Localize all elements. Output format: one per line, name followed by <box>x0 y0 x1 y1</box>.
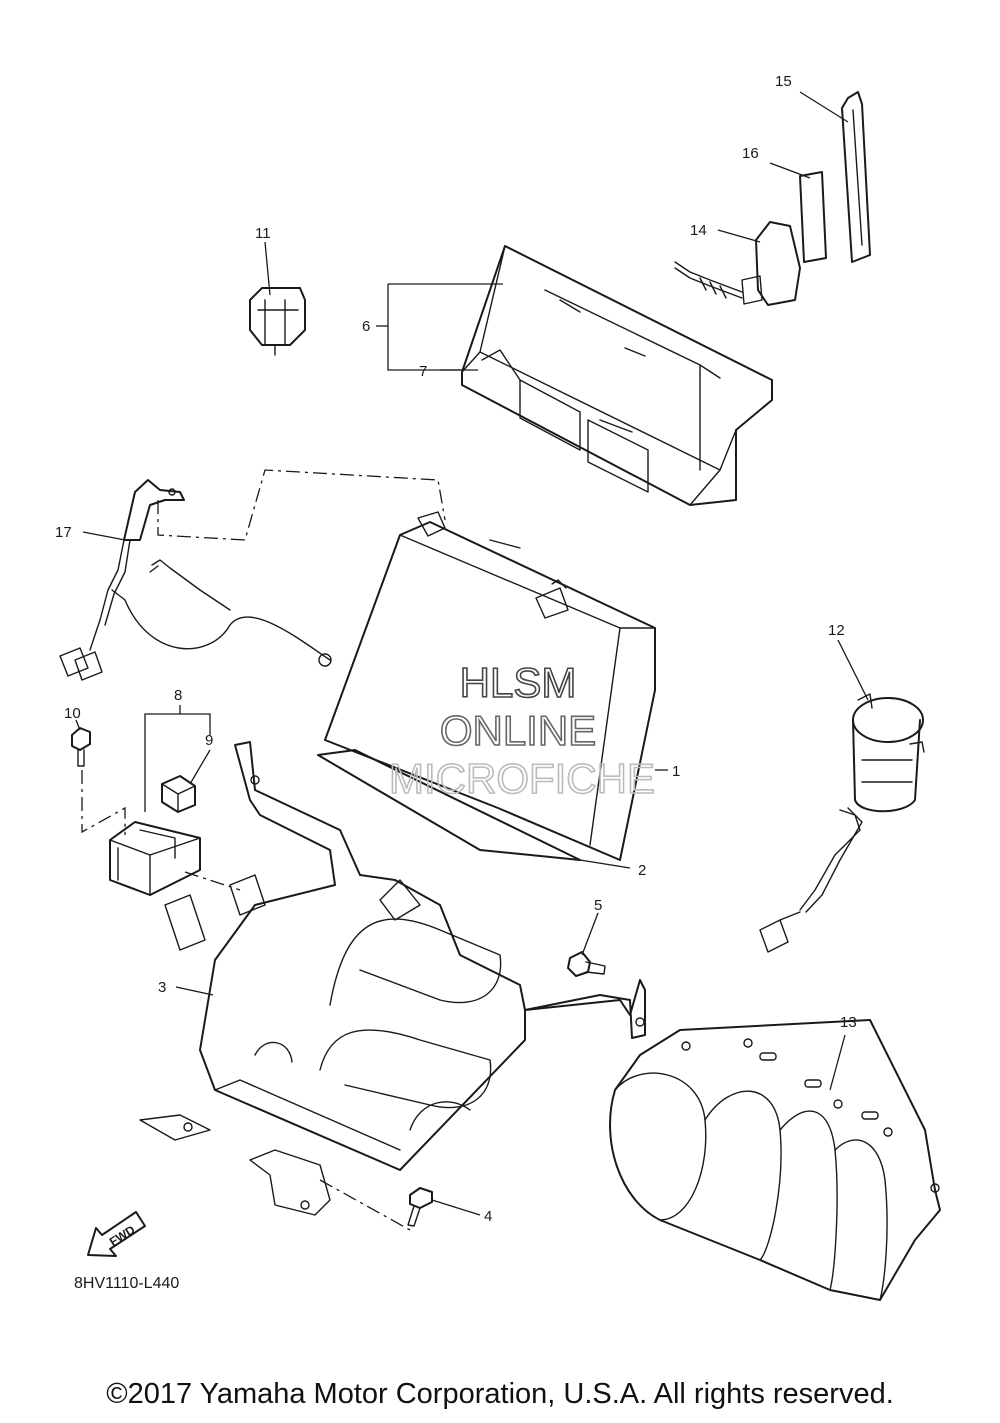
battery-case <box>139 741 646 1216</box>
callout-6: 6 <box>362 318 370 335</box>
callout-17: 17 <box>55 524 72 541</box>
cable-tie <box>841 91 871 263</box>
callout-numbers: 1 2 3 4 5 6 7 8 9 10 11 12 13 14 15 16 1… <box>55 73 857 1225</box>
bolt-5 <box>567 951 606 977</box>
clip <box>249 287 306 356</box>
callout-3: 3 <box>158 979 166 996</box>
callout-11: 11 <box>255 225 271 242</box>
callout-10: 10 <box>64 705 81 722</box>
watermark-line-3: MICROFICHE <box>389 755 655 802</box>
callout-2: 2 <box>638 862 646 879</box>
callout-1: 1 <box>672 763 680 780</box>
callout-5: 5 <box>594 897 602 914</box>
callout-15: 15 <box>775 73 792 90</box>
battery-cover <box>461 245 773 506</box>
fuse <box>161 775 196 813</box>
callout-12: 12 <box>828 622 845 639</box>
battery <box>324 511 656 861</box>
watermark: HLSM ONLINE MICROFICHE <box>388 658 656 803</box>
fwd-arrow-icon: FWD <box>87 1211 146 1257</box>
protector <box>609 1019 941 1301</box>
watermark-line-2: ONLINE <box>440 707 596 754</box>
callout-16: 16 <box>742 145 759 162</box>
fwd-label: FWD <box>107 1222 138 1249</box>
wire-harness <box>59 479 332 681</box>
leader-lines <box>75 91 869 1216</box>
bolt-10 <box>71 727 91 767</box>
fuse-box <box>109 821 201 896</box>
watermark-line-1: HLSM <box>460 659 577 706</box>
callout-14: 14 <box>690 222 707 239</box>
dc-socket <box>759 693 925 953</box>
callout-9: 9 <box>205 732 213 749</box>
copyright-notice: ©2017 Yamaha Motor Corporation, U.S.A. A… <box>106 1378 894 1410</box>
callout-8: 8 <box>174 687 182 704</box>
callout-13: 13 <box>840 1014 857 1031</box>
diagram-code: 8HV1110-L440 <box>74 1275 179 1292</box>
pad <box>799 171 827 263</box>
assembly-lines <box>81 469 446 1231</box>
callout-4: 4 <box>484 1208 492 1225</box>
bolt-4 <box>407 1187 433 1227</box>
callout-7: 7 <box>419 363 427 380</box>
sensor-switch <box>674 221 801 306</box>
